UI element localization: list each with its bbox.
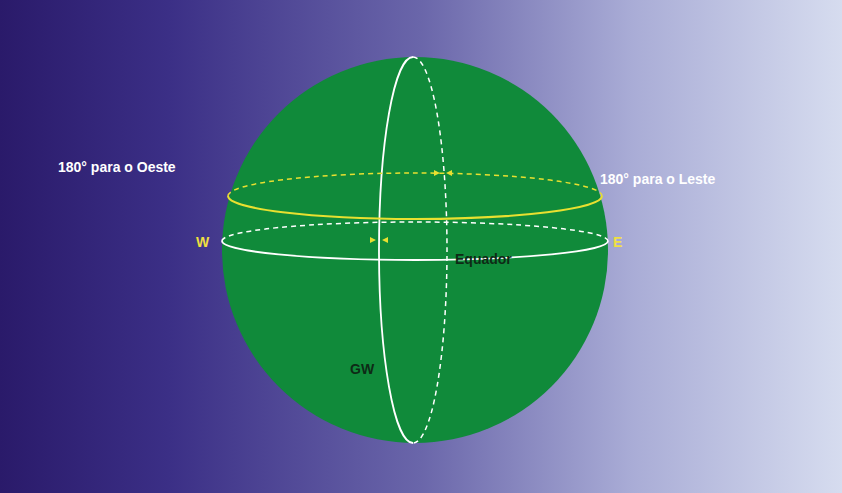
parallel-front [228,196,602,219]
direction-label: 180° para o Oeste [58,160,176,174]
meridian-label: GW [350,362,374,376]
cardinal-letter: E [613,235,622,249]
arrow-mark [434,170,452,176]
meridian-back [413,57,447,443]
meridian-front [379,57,413,443]
parallel-back [228,173,602,196]
direction-label: 180° para o Leste [600,172,715,186]
arrow-mark [370,237,388,243]
equator-back [222,222,608,241]
equator-label: Equador [455,252,512,266]
cardinal-letter: W [196,235,209,249]
globe [222,57,608,443]
equator-front [222,241,608,260]
